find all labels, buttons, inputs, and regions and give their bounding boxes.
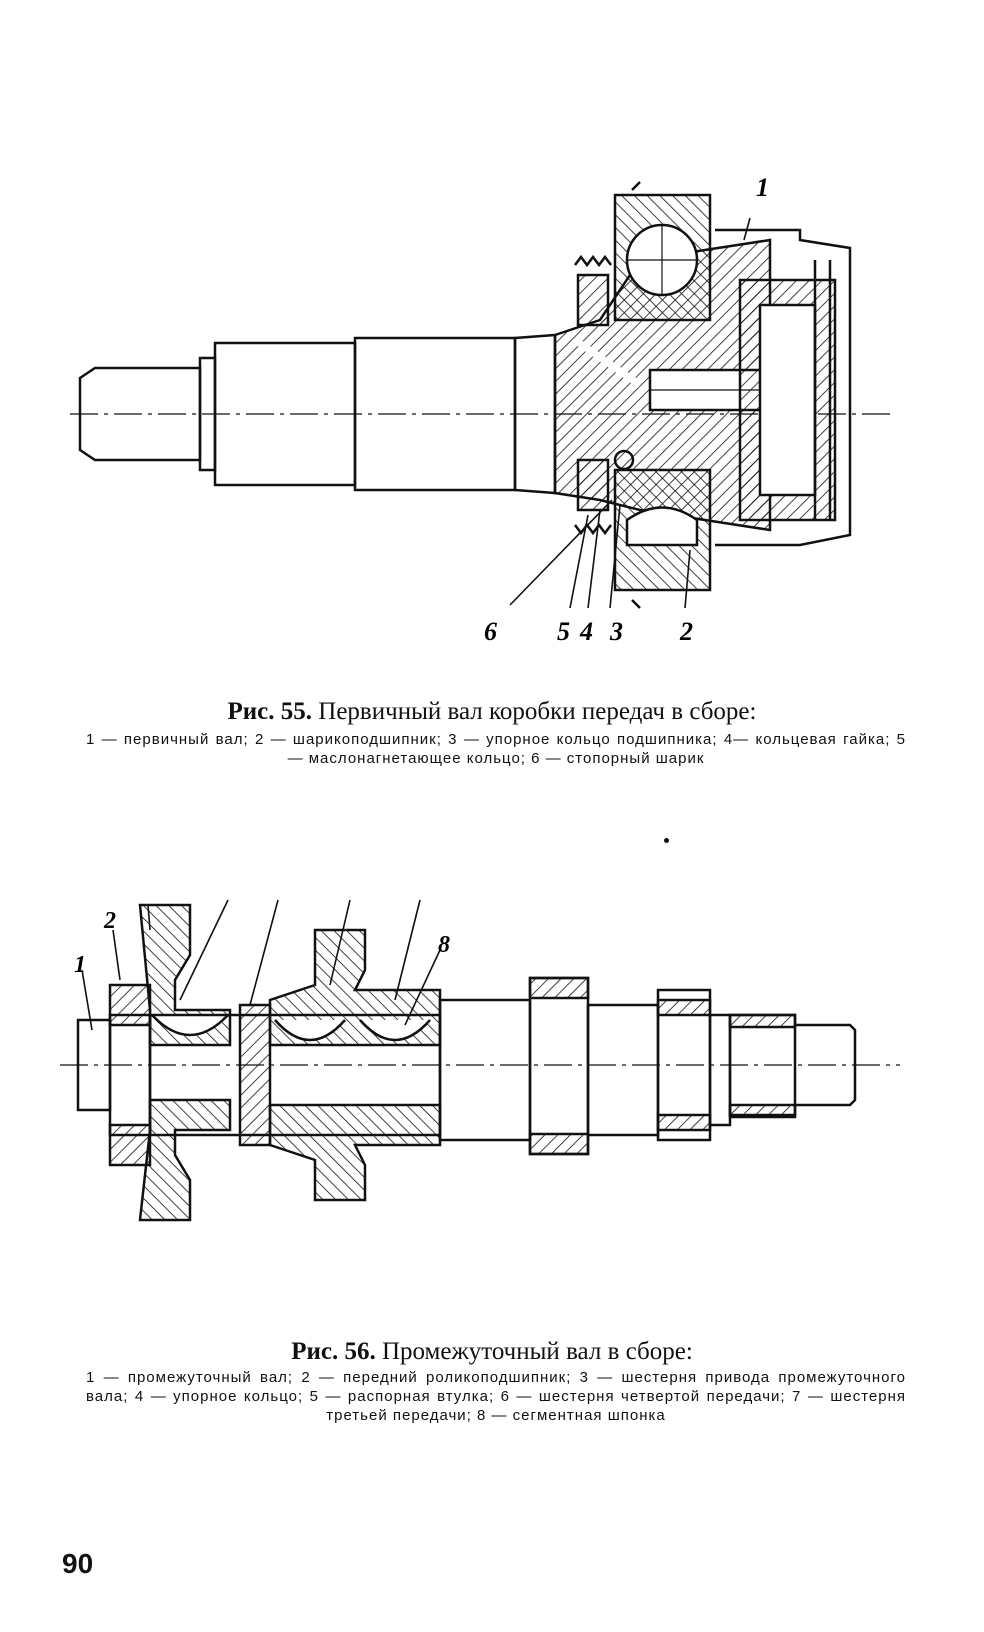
figure-55-title: Первичный вал коробки передач в сборе:	[318, 698, 757, 725]
figure-56-caption-title: Рис. 56. Промежуточный вал в сборе:	[0, 1338, 984, 1366]
callout-4: 4	[219, 890, 232, 896]
figure-55-label: Рис. 55.	[227, 698, 313, 725]
callout-5: 5	[278, 890, 290, 896]
figure-56-title: Промежуточный вал в сборе:	[381, 1338, 693, 1365]
callout-3: 3	[609, 617, 623, 646]
callout-2: 2	[103, 908, 116, 934]
stray-dot	[664, 838, 669, 843]
callout-8: 8	[438, 932, 450, 958]
figure-56-label: Рис. 56.	[291, 1338, 376, 1365]
primary-shaft-drawing: 1 6 5 4 3 2	[70, 173, 890, 646]
callout-5: 5	[557, 617, 570, 646]
countershaft-drawing: 3 4 5 6 7 2 8 1	[60, 870, 900, 1222]
callout-4: 4	[579, 617, 593, 646]
figure-55-drawing: 1 6 5 4 3 2	[0, 160, 984, 680]
callout-6: 6	[484, 617, 497, 646]
figure-55-caption-title: Рис. 55. Первичный вал коробки передач в…	[0, 698, 984, 726]
page-number: 90	[62, 1548, 94, 1579]
figure-55-caption-text: 1 — первичный вал; 2 — шарикоподшипник; …	[86, 731, 906, 767]
callout-1: 1	[756, 173, 769, 202]
figure-56-caption-text: 1 — промежуточный вал; 2 — передний роли…	[86, 1369, 906, 1424]
callout-3: 3	[141, 890, 154, 896]
callout-6: 6	[352, 890, 364, 896]
callout-1: 1	[74, 952, 86, 978]
callout-2: 2	[679, 617, 693, 646]
figure-56-drawing: 3 4 5 6 7 2 8 1	[0, 870, 984, 1290]
callout-7: 7	[413, 890, 426, 896]
